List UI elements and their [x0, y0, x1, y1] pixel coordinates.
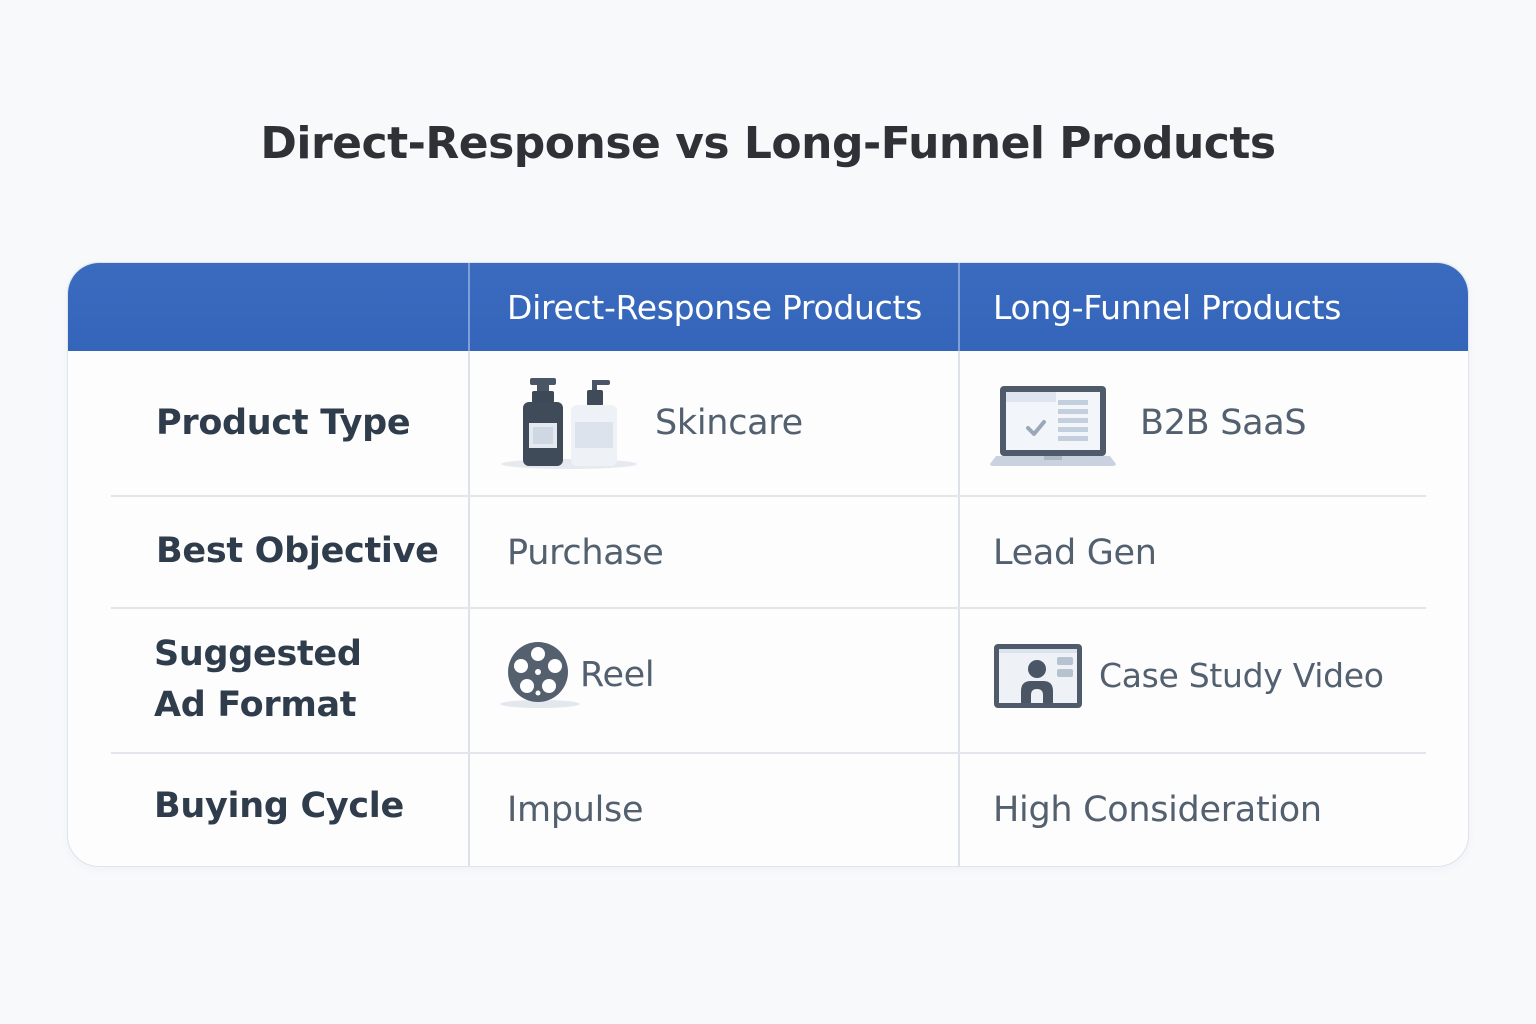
- cell-direct-ad-format: Reel: [500, 607, 958, 752]
- page-title: Direct-Response vs Long-Funnel Products: [260, 118, 1276, 169]
- cell-direct-product-type: Skincare: [499, 351, 958, 495]
- header-divider: [468, 263, 470, 351]
- best-objective-long-value: Lead Gen: [993, 533, 1157, 573]
- row-label-best-objective: Best Objective: [156, 495, 468, 607]
- ad-format-direct-value: Reel: [580, 654, 655, 695]
- ad-format-long-value: Case Study Video: [1099, 656, 1384, 695]
- header-direct-response: Direct-Response Products: [507, 287, 922, 327]
- buying-cycle-direct-value: Impulse: [507, 790, 644, 830]
- best-objective-direct-value: Purchase: [507, 533, 664, 573]
- product-type-direct-value: Skincare: [655, 403, 803, 443]
- column-divider: [958, 263, 960, 866]
- cell-long-ad-format: Case Study Video: [993, 607, 1468, 752]
- row-label-ad-format: Suggested Ad Format: [154, 607, 468, 752]
- row-label-text: Product Type: [156, 402, 411, 443]
- row-label-product-type: Product Type: [156, 351, 468, 495]
- row-label-text: Best Objective: [156, 530, 439, 571]
- row-label-buying-cycle: Buying Cycle: [154, 752, 468, 860]
- product-type-long-value: B2B SaaS: [1140, 403, 1307, 443]
- column-divider: [468, 263, 470, 866]
- cell-long-product-type: B2B SaaS: [988, 351, 1468, 495]
- row-label-text: Buying Cycle: [154, 785, 404, 826]
- header-long-funnel: Long-Funnel Products: [993, 287, 1342, 327]
- cell-long-buying-cycle: High Consideration: [993, 752, 1468, 864]
- header-divider: [958, 263, 960, 351]
- row-label-text-line1: Suggested: [154, 633, 362, 674]
- cell-long-best-objective: Lead Gen: [993, 495, 1468, 607]
- row-label-text-line2: Ad Format: [154, 684, 357, 725]
- comparison-table: Direct-Response Products Long-Funnel Pro…: [67, 262, 1469, 867]
- row-divider: [111, 752, 1426, 754]
- cell-direct-best-objective: Purchase: [507, 495, 958, 607]
- table-header: Direct-Response Products Long-Funnel Pro…: [68, 263, 1468, 351]
- video-presenter-icon: [994, 643, 1082, 708]
- film-reel-icon: [500, 641, 580, 708]
- row-divider: [111, 607, 1426, 609]
- skincare-bottles-icon: [501, 378, 637, 469]
- row-divider: [111, 495, 1426, 497]
- laptop-dashboard-icon: [990, 386, 1116, 466]
- buying-cycle-long-value: High Consideration: [993, 790, 1322, 830]
- header-empty-cell: [68, 263, 468, 351]
- cell-direct-buying-cycle: Impulse: [507, 752, 958, 864]
